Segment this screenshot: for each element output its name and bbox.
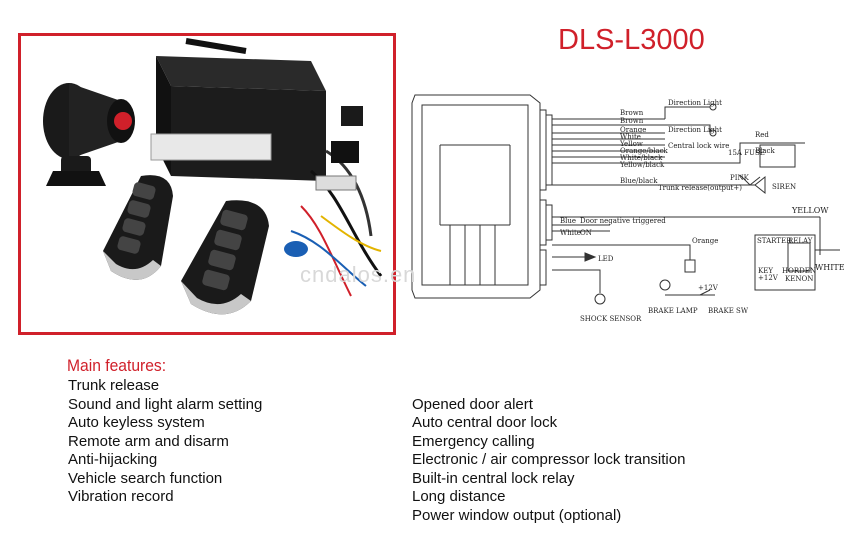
trunk-release-label: Trunk release(output+) (658, 184, 742, 192)
wire-label-yellow: Yellow (619, 140, 643, 148)
feature-item: Long distance (412, 488, 506, 505)
wire-label-brown: Brown (620, 117, 644, 125)
vbat-label: +12V (758, 274, 779, 282)
direction-light-label: Direction Light (668, 99, 722, 107)
horden-label: HORDEN (782, 267, 816, 275)
remote-control-icon (181, 200, 269, 315)
feature-item: Vibration record (68, 488, 174, 505)
product-photo (18, 33, 396, 335)
wire-label-blue: Blue (560, 217, 576, 225)
feature-item: Sound and light alarm setting (68, 396, 263, 413)
feature-item: Emergency calling (412, 433, 535, 450)
led-label: LED (598, 255, 614, 263)
door-trigger-label: Door negative triggered (580, 217, 666, 225)
wire-label-black: Black (755, 147, 775, 155)
feature-item: Auto central door lock (412, 414, 558, 431)
feature-item: Vehicle search function (68, 470, 223, 487)
feature-item: Power window output (optional) (412, 507, 622, 524)
yellow-label: YELLOW (791, 206, 829, 215)
relay-label: RELAY (788, 237, 813, 245)
on-label: ON (580, 229, 592, 237)
feature-item: Anti-hijacking (68, 451, 158, 468)
features-title: Main features: (67, 356, 167, 375)
brake-lamp-label: BRAKE LAMP (648, 307, 698, 315)
product-illustration (43, 38, 383, 315)
plus12v-label: +12V (698, 284, 719, 292)
wire-label-orange: Orange (620, 126, 646, 134)
feature-item: Built-in central lock relay (412, 470, 575, 487)
feature-item: Remote arm and disarm (68, 433, 229, 450)
siren-label: SIREN (772, 183, 796, 191)
wire-label-brown: Brown (620, 109, 644, 117)
direction-light-label: Direction Light (668, 126, 722, 134)
feature-item: Electronic / air compressor lock transit… (412, 451, 686, 468)
wire-label-white-black: White/black (620, 154, 663, 162)
wire-label-orange-black: Orange/black (620, 147, 669, 155)
wire-label-orange: Orange (692, 237, 718, 245)
brake-switch-label: BRAKE SW (708, 307, 749, 315)
siren-icon (43, 83, 135, 186)
shock-sensor-label: SHOCK SENSOR (580, 315, 642, 323)
watermark: cndalos.en (300, 262, 417, 287)
key-label: KEY (758, 267, 773, 275)
wire-harness-icon (284, 106, 383, 297)
white-label: WHITE (815, 263, 845, 272)
remote-control-icon (103, 175, 173, 280)
kenon-label: KENON (785, 275, 813, 283)
central-lock-label: Central lock wire (668, 142, 729, 150)
fuse-label: 15A FUSE (728, 149, 765, 157)
feature-item: Auto keyless system (68, 414, 205, 431)
control-unit-icon (150, 38, 326, 181)
wiring-diagram: Brown Brown Orange White Yellow Orange/b… (411, 94, 845, 323)
wire-label-white: White (620, 133, 641, 141)
wire-label-blue-black: Blue/black (620, 177, 658, 185)
wire-label-red: Red (755, 131, 769, 139)
model-title: DLS-L3000 (558, 24, 705, 56)
feature-item: Opened door alert (412, 396, 533, 413)
wire-label-pink: PINK (730, 174, 750, 182)
starter-label: STARTER (757, 237, 792, 245)
wire-label-yellow-black: Yellow/black (619, 161, 665, 169)
wire-label-white: White (560, 229, 581, 237)
feature-item: Trunk release (68, 377, 160, 394)
